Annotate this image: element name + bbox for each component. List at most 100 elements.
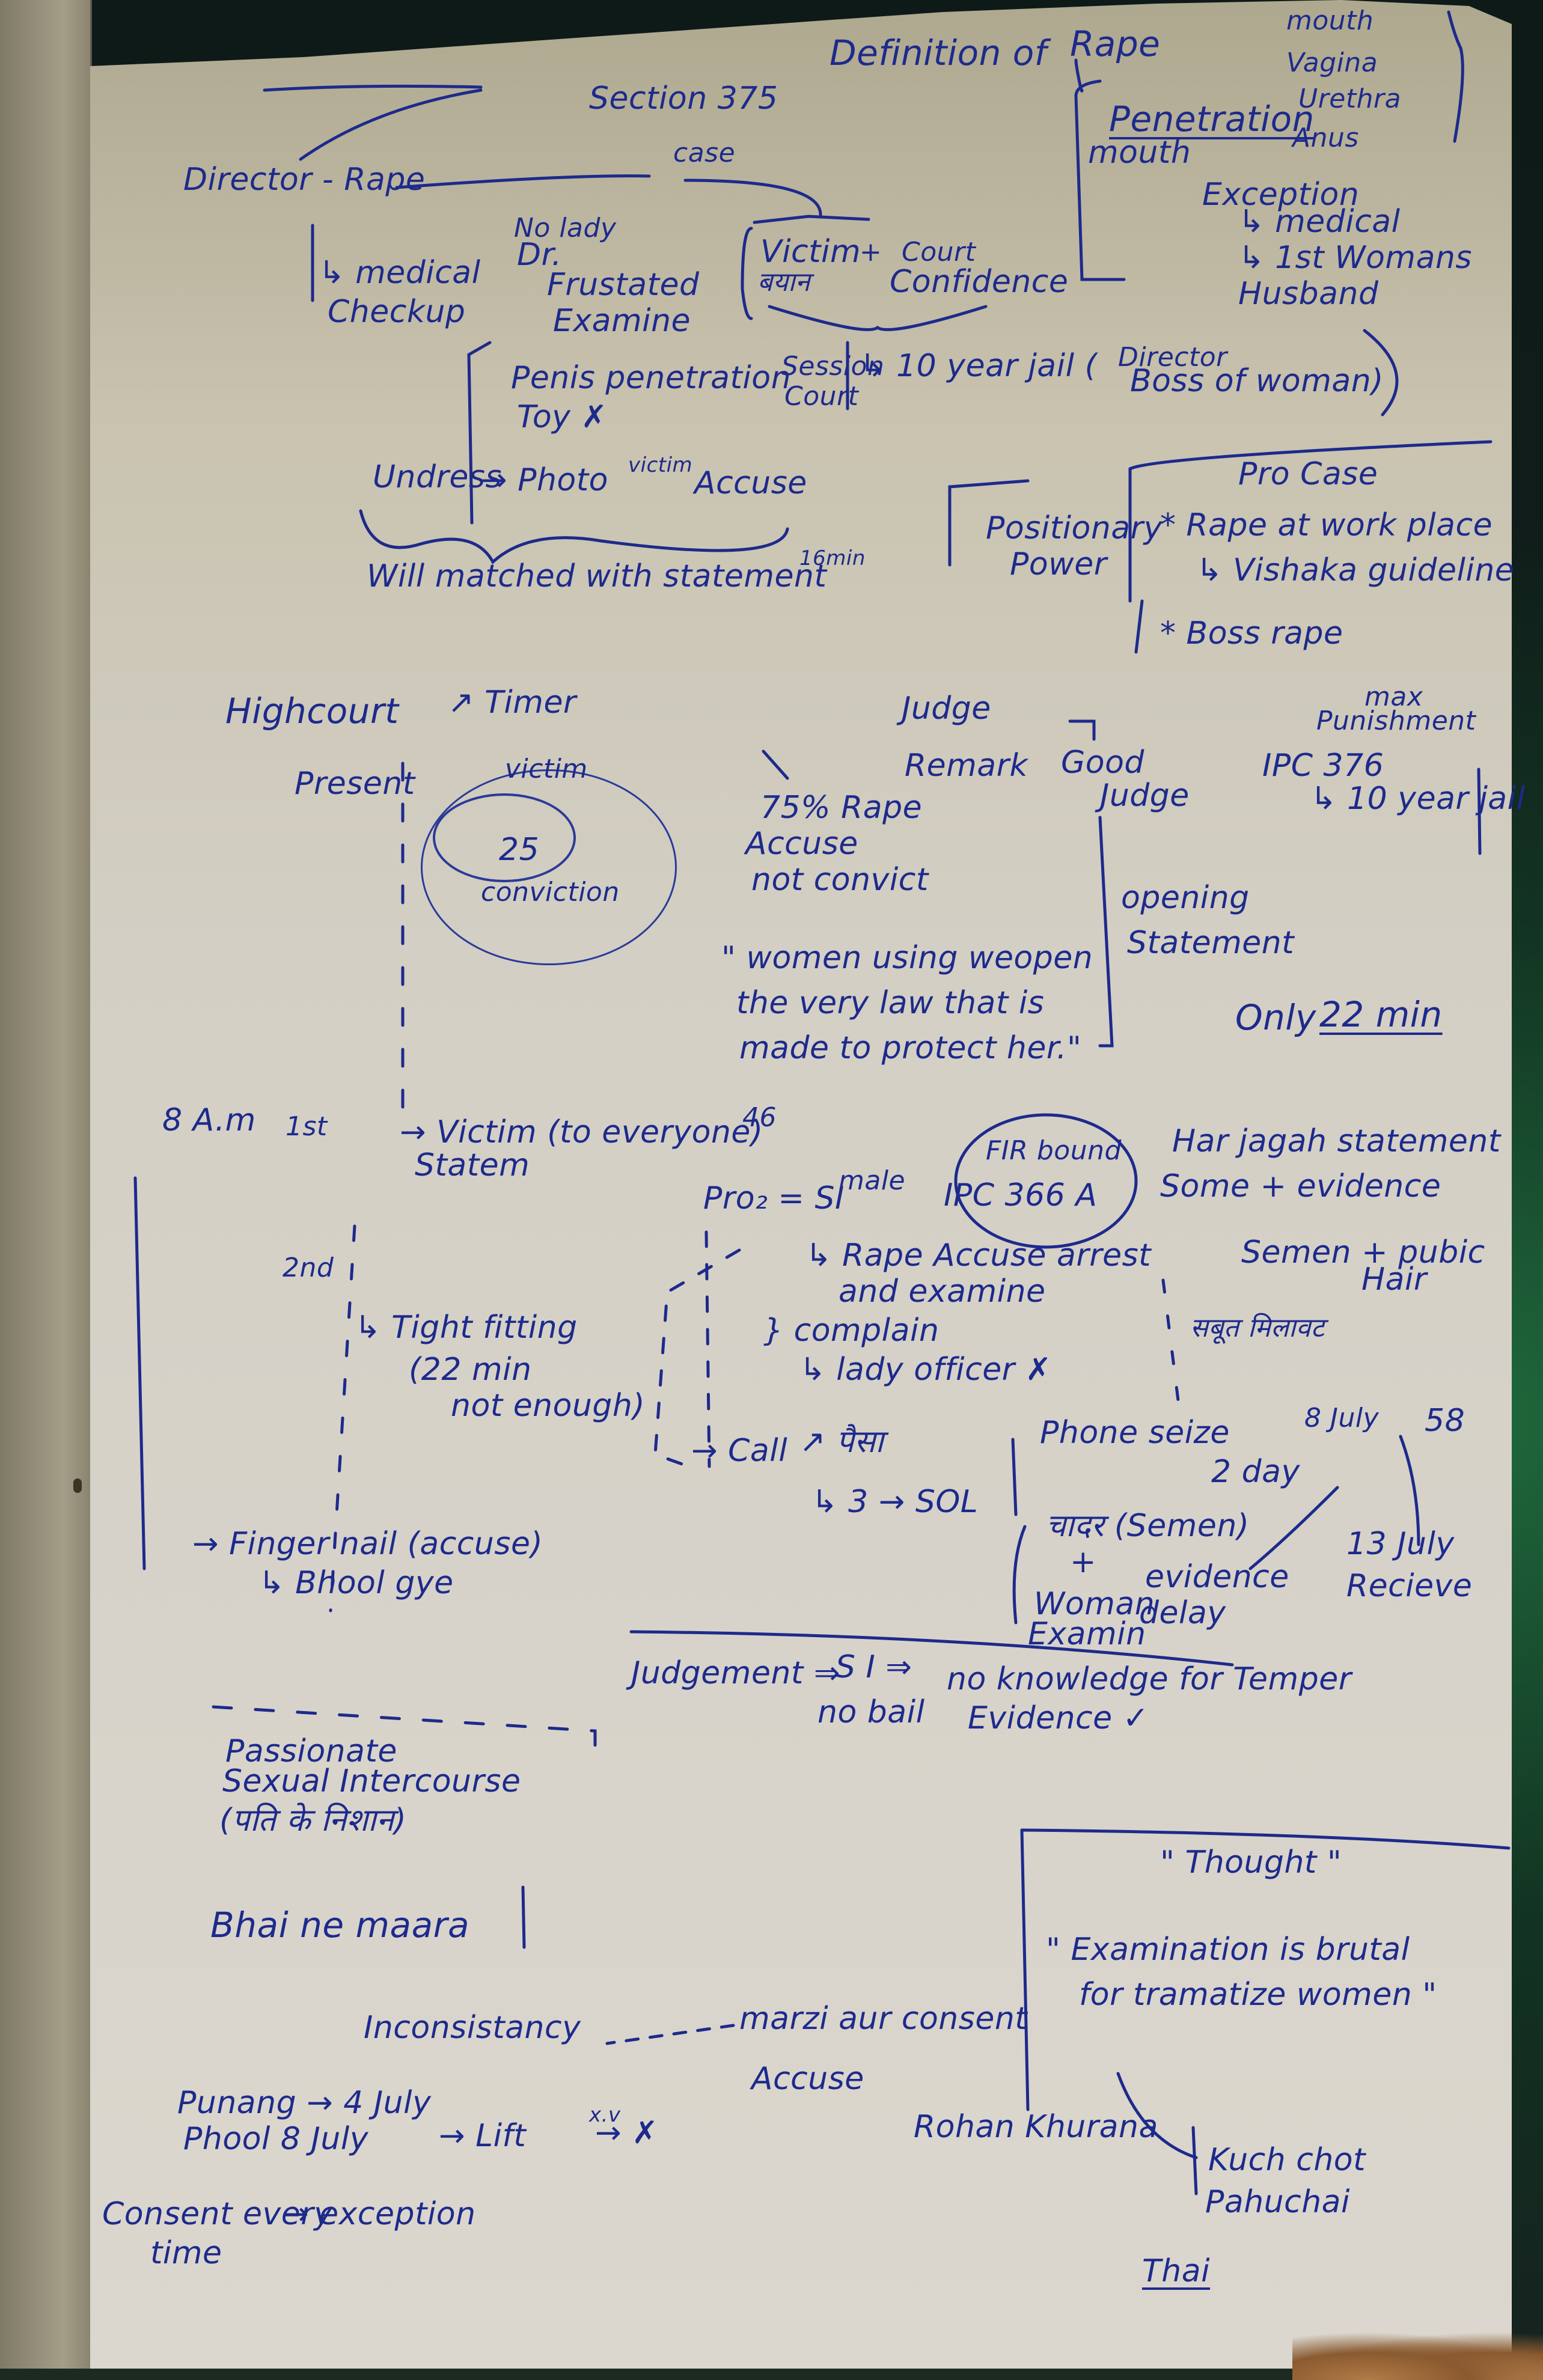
complain-label: } complain bbox=[763, 1313, 940, 1349]
vishaka-guideline-item: ↳ Vishaka guideline bbox=[1196, 552, 1515, 588]
lift-cross: → ✗ bbox=[595, 2115, 659, 2151]
consent-every-label: Consent every bbox=[102, 2196, 333, 2232]
lift-label: → Lift bbox=[439, 2118, 527, 2154]
semen-pubic-label: Semen + pubic bbox=[1241, 1234, 1485, 1271]
body-part-mouth: mouth bbox=[1286, 5, 1374, 36]
quote-line-2: the very law that is bbox=[736, 985, 1045, 1021]
boss-of-woman-label: Boss of woman) bbox=[1130, 363, 1384, 399]
photo-label: → Photo bbox=[481, 462, 608, 498]
mouth-under-label: mouth bbox=[1088, 135, 1191, 171]
si-label: S I ⇒ bbox=[836, 1649, 912, 1685]
two-day-label: 2 day bbox=[1211, 1454, 1300, 1490]
time-label: time bbox=[150, 2235, 222, 2271]
power-label: Power bbox=[1010, 546, 1107, 582]
victim-hindi: बयान bbox=[757, 267, 810, 298]
body-part-vagina: Vagina bbox=[1286, 47, 1378, 78]
only-label: Only bbox=[1235, 997, 1316, 1038]
director-rape-label: Director - Rape bbox=[183, 162, 426, 198]
pro2-si-label: Pro₂ = SI bbox=[703, 1180, 845, 1216]
thought-line-1: " Examination is brutal bbox=[1046, 1932, 1410, 1968]
sol-label: ↳ 3 → SOL bbox=[811, 1484, 979, 1520]
hair-label: Hair bbox=[1361, 1262, 1427, 1298]
victim-circle bbox=[421, 769, 677, 965]
victim-everyone-label: → Victim (to everyone) bbox=[400, 1114, 763, 1150]
jail-label: ↳ 10 year jail ( bbox=[860, 348, 1098, 384]
number-58: 58 bbox=[1425, 1403, 1465, 1439]
accuse-label-2: Accuse bbox=[745, 826, 858, 862]
inconsistency-label: Inconsistancy bbox=[364, 2010, 581, 2046]
exception-bottom-label: → exception bbox=[283, 2196, 476, 2232]
marzi-consent-label: marzi aur consent bbox=[739, 2001, 1028, 2037]
fingertips bbox=[1292, 2332, 1543, 2380]
not-enough-line-1: (22 min bbox=[409, 1352, 532, 1388]
statem-label: Statem bbox=[415, 1147, 530, 1183]
max-label: max bbox=[1364, 682, 1423, 712]
penetration-label: Penetration bbox=[1109, 99, 1315, 139]
pati-nishan-label: (पति के निशान) bbox=[219, 1802, 407, 1838]
conviction-number: 25 bbox=[499, 832, 540, 868]
victim-superscript: victim bbox=[628, 453, 693, 477]
definition-label: Definition of bbox=[830, 32, 1047, 73]
body-part-anus: Anus bbox=[1292, 123, 1359, 153]
judge-label-2: Judge bbox=[1100, 778, 1190, 814]
exception-husband: ↳ 1st Womans Husband bbox=[1238, 240, 1472, 312]
binding-hole bbox=[73, 1478, 82, 1493]
number-46: 46 bbox=[742, 1102, 777, 1133]
medical-label: ↳ medical bbox=[319, 255, 481, 291]
conviction-label: conviction bbox=[481, 877, 620, 908]
matched-statement-label: Will matched with statement bbox=[367, 558, 827, 594]
positionary-label: Positionary bbox=[986, 510, 1163, 546]
dr-label: Dr. bbox=[517, 237, 562, 273]
statement-label: Statement bbox=[1127, 925, 1295, 961]
male-label: male bbox=[839, 1165, 906, 1196]
no-knowledge-label: no knowledge for Temper bbox=[947, 1661, 1352, 1697]
sabut-label: सबूत मिलावट bbox=[1190, 1313, 1325, 1343]
and-examine-label: and examine bbox=[839, 1274, 1046, 1310]
ipc-366a-label: IPC 366 A bbox=[944, 1177, 1098, 1213]
accuse-label: Accuse bbox=[694, 465, 807, 501]
finger-nail-label: → Finger nail (accuse) bbox=[192, 1526, 543, 1562]
no-lady-label: No lady bbox=[514, 213, 617, 243]
ipc-376-label: IPC 376 bbox=[1262, 748, 1384, 784]
boss-rape-item: * Boss rape bbox=[1160, 615, 1343, 651]
no-bail-label: no bail bbox=[817, 1694, 925, 1730]
accuse-bottom-label: Accuse bbox=[751, 2061, 864, 2097]
delay-label: delay bbox=[1139, 1595, 1226, 1631]
bhool-gye-label: ↳ Bhool gye bbox=[258, 1565, 454, 1601]
frustrated-label: Frustated bbox=[547, 267, 700, 303]
fir-bound-label: FIR bound bbox=[986, 1135, 1122, 1166]
semen-hindi-label: चादर (Semen) bbox=[1046, 1508, 1250, 1544]
session-label: Session bbox=[781, 351, 885, 382]
quote-line-1: " women using weopen bbox=[721, 940, 1093, 976]
body-part-urethra: Urethra bbox=[1298, 84, 1402, 114]
quote-line-3: made to protect her." bbox=[739, 1030, 1082, 1066]
rape-accuse-arrest-label: ↳ Rape Accuse arrest bbox=[805, 1237, 1152, 1274]
thought-title: " Thought " bbox=[1160, 1844, 1342, 1881]
recieve-label: Recieve bbox=[1346, 1568, 1473, 1604]
remark-label: Remark bbox=[905, 748, 1028, 784]
victim-circle-label: victim bbox=[505, 754, 588, 784]
penis-penetration-label: Penis penetration bbox=[511, 360, 792, 396]
exception-medical: ↳ medical bbox=[1238, 204, 1401, 240]
exception-label: Exception bbox=[1202, 177, 1360, 213]
passionate-label: Passionate bbox=[225, 1733, 397, 1769]
judge-label: Judge bbox=[902, 691, 991, 727]
second-label: 2nd bbox=[283, 1253, 334, 1283]
date-13-july: 13 July bbox=[1346, 1526, 1455, 1562]
punishment-label: Punishment bbox=[1316, 706, 1476, 736]
undress-label: Undress bbox=[373, 459, 503, 495]
punang-date-label: Punang → 4 July bbox=[177, 2085, 432, 2121]
first-label: 1st bbox=[286, 1111, 328, 1142]
not-convict-label: not convict bbox=[751, 862, 929, 898]
court-sub-label: Court bbox=[784, 381, 859, 412]
rape-label: Rape bbox=[1070, 23, 1161, 64]
examine-label: Examine bbox=[553, 303, 691, 339]
plus-sign: + bbox=[860, 237, 882, 267]
examin-label: Examin bbox=[1028, 1616, 1146, 1652]
lady-officer-label: ↳ lady officer ✗ bbox=[799, 1352, 1052, 1388]
confidence-label: Confidence bbox=[890, 264, 1069, 300]
toy-label: Toy ✗ bbox=[517, 399, 608, 435]
good-label: Good bbox=[1061, 745, 1144, 781]
pahuchai-label: Pahuchai bbox=[1205, 2184, 1350, 2220]
